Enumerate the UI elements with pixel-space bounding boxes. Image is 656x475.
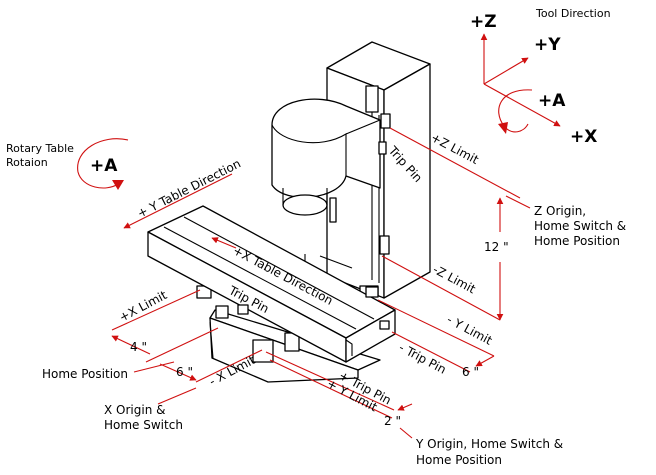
z-minus-limit-line bbox=[381, 255, 501, 321]
y-origin-leader bbox=[399, 427, 413, 439]
rotary-label-line1: Rotary Table bbox=[6, 142, 74, 155]
x-home-switch bbox=[252, 339, 274, 363]
z-plus-limit-line bbox=[389, 127, 521, 199]
z-origin-line1: Z Origin, bbox=[534, 204, 586, 218]
dim-12-label: 12 " bbox=[484, 240, 509, 254]
y-axis-arrow bbox=[483, 57, 529, 85]
z-plus-limit-label: +Z Limit bbox=[429, 130, 482, 167]
y-table-direction-arrow bbox=[123, 173, 233, 229]
dim-4-arrow bbox=[111, 335, 151, 355]
rotary-rotation: Rotary Table Rotaion +A bbox=[6, 138, 129, 190]
x-minus-guide bbox=[145, 327, 219, 363]
y-origin-line2: Home Position bbox=[416, 453, 502, 467]
plus-a-axis-label: +A bbox=[538, 91, 566, 111]
table-trip-pin-right bbox=[379, 320, 390, 330]
tool-direction-label: Tool Direction bbox=[535, 7, 611, 20]
y-limits-bottom: + Trip Pin + Y Limit 2 " Y Origin, Home … bbox=[265, 351, 563, 467]
x-axis-arrow bbox=[483, 83, 561, 127]
z-origin-line2: Home Switch & bbox=[534, 219, 626, 233]
milling-machine bbox=[147, 41, 431, 383]
trip-pin-marker bbox=[378, 141, 387, 155]
z-minus-limit-label: -Z Limit bbox=[431, 262, 479, 296]
x-minus-limit-line bbox=[195, 349, 263, 383]
dim-6-left-label: 6 " bbox=[176, 365, 193, 379]
x-minus-switch bbox=[215, 305, 229, 319]
rotary-rotation-icon bbox=[77, 138, 129, 189]
dim-4-label: 4 " bbox=[130, 340, 147, 354]
z-home-switch bbox=[379, 235, 390, 255]
z-trip-pin-upper bbox=[380, 113, 391, 129]
plus-x-label: +X bbox=[570, 127, 597, 147]
table-trip-pin bbox=[237, 304, 249, 315]
dim-2-arrow-top bbox=[397, 403, 413, 411]
work-table bbox=[147, 205, 396, 363]
y-minus-limit-line bbox=[377, 299, 495, 357]
rotary-label-line2: Rotaion bbox=[6, 156, 48, 169]
z-origin-line3: Home Position bbox=[534, 234, 620, 248]
plus-z-label: +Z bbox=[470, 12, 497, 32]
y-origin-line1: Y Origin, Home Switch & bbox=[415, 437, 563, 451]
x-plus-limit-line bbox=[111, 289, 201, 331]
minus-trip-pin-line bbox=[391, 331, 471, 373]
dim-6-left-arrow bbox=[159, 363, 197, 381]
table-stop bbox=[365, 286, 379, 298]
x-plus-limit-label: +X Limit bbox=[117, 288, 170, 325]
y-minus-limit-label: - Y Limit bbox=[445, 312, 495, 348]
z-origin-leader bbox=[505, 195, 531, 209]
plus-y-label: +Y bbox=[534, 35, 561, 55]
dim-2-label: 2 " bbox=[384, 414, 401, 428]
plus-trip-pin-line bbox=[265, 351, 395, 411]
x-origin-line2: Home Switch bbox=[104, 418, 183, 432]
dim-6-right-label: 6 " bbox=[462, 365, 479, 379]
plus-a-rotary-label: +A bbox=[90, 156, 118, 176]
x-table-direction-arrow bbox=[211, 237, 237, 249]
home-position-label: Home Position bbox=[42, 367, 128, 381]
x-origin-leader bbox=[157, 387, 197, 405]
z-top-switch bbox=[365, 85, 379, 113]
y-table-direction-label: + Y Table Direction bbox=[135, 156, 243, 220]
spindle-head bbox=[271, 98, 381, 223]
minus-trip-pin-label: - Trip Pin bbox=[397, 340, 449, 376]
dim-6-right-arrow bbox=[475, 355, 495, 367]
axis-triad: +Z Tool Direction +Y +A +X bbox=[470, 7, 611, 147]
home-position-leader bbox=[133, 361, 175, 373]
x-origin-line1: X Origin & bbox=[104, 403, 165, 417]
plus-y-limit-line bbox=[269, 359, 393, 419]
